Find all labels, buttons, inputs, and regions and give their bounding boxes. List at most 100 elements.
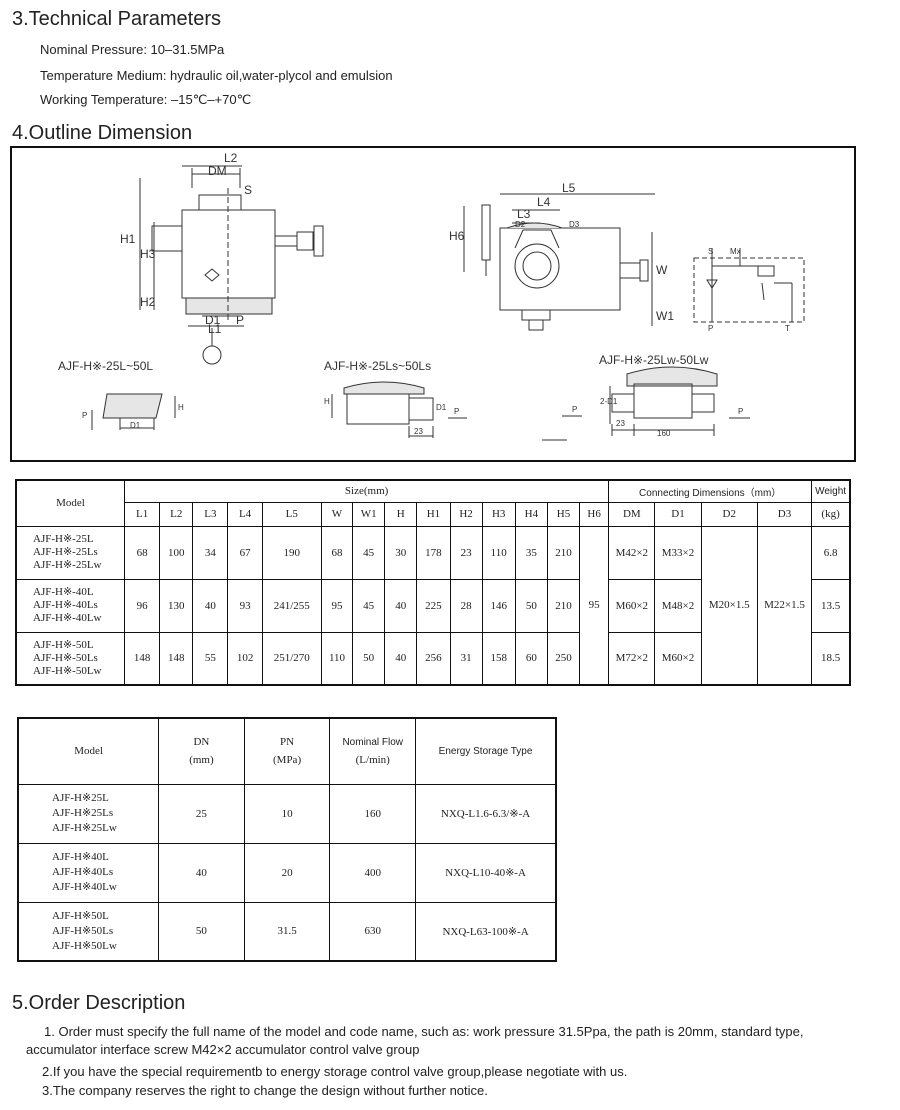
flow-header-flow-unit: (L/min) <box>355 753 390 766</box>
label-H6: H6 <box>449 229 465 243</box>
label-D2: D2 <box>515 220 526 229</box>
flow-row-models: AJF-H※25L AJF-H※25Ls AJF-H※25Lw <box>17 783 160 844</box>
order-item-2: 2.If you have the special requirementb t… <box>42 1064 628 1079</box>
cell-H4: 35 <box>514 525 548 580</box>
flow-cell-dn: 25 <box>158 783 245 844</box>
col-header-weight-unit: (kg) <box>811 501 851 527</box>
size-table-size-header: Size(mm) <box>124 479 610 503</box>
flow-header-pn: PN (MPa) <box>243 717 331 785</box>
flow-header-pn-label: PN <box>280 736 295 749</box>
label-W: W <box>656 263 668 277</box>
valve-small-view-b <box>331 381 467 438</box>
label-160: 160 <box>657 429 671 438</box>
row-models: AJF-H※-25L AJF-H※-25Ls AJF-H※-25Lw <box>15 525 126 580</box>
flow-header-dn-label: DN <box>193 736 210 749</box>
cell-H3: 158 <box>481 631 516 686</box>
cell-D1: M60×2 <box>654 631 702 686</box>
flow-cell-dn: 50 <box>158 901 245 962</box>
label-P-c-right: P <box>738 407 743 416</box>
cell-H1: 225 <box>416 578 451 633</box>
cell-H: 40 <box>384 578 418 633</box>
flow-table: Model DN (mm) PN (MPa) Nominal Flow (L/m… <box>17 717 557 962</box>
cell-L4: 67 <box>227 525 263 580</box>
label-D3: D3 <box>569 220 580 229</box>
flow-header-dn-unit: (mm) <box>189 754 214 767</box>
cell-D1: M33×2 <box>654 525 702 580</box>
col-header-W: W <box>320 501 354 527</box>
order-item-1: 1. Order must specify the full name of t… <box>44 1024 804 1039</box>
valve-small-view-a <box>91 393 176 430</box>
label-L5: L5 <box>562 181 576 195</box>
flow-header-flow: Nominal Flow (L/min) <box>329 717 417 785</box>
cell-W: 68 <box>320 525 354 580</box>
row-models: AJF-H※-40L AJF-H※-40Ls AJF-H※-40Lw <box>15 578 126 633</box>
cell-DM: M42×2 <box>608 525 656 580</box>
flow-cell-type: NXQ-L1.6-6.3/※-A <box>415 783 557 844</box>
cell-W: 110 <box>320 631 354 686</box>
order-item-3: 3.The company reserves the right to chan… <box>42 1083 488 1098</box>
cell-H: 40 <box>384 631 418 686</box>
label-H1: H1 <box>120 232 136 246</box>
label-2D1: 2-D1 <box>600 397 618 406</box>
label-DM: DM <box>208 164 227 178</box>
label-H3: H3 <box>140 247 156 261</box>
label-H-a: H <box>178 403 184 412</box>
label-P-b: P <box>454 407 459 416</box>
cell-W1: 45 <box>352 578 386 633</box>
table-row: AJF-H※-50L AJF-H※-50Ls AJF-H※-50Lw 148 1… <box>15 631 851 686</box>
caption-b: AJF-H※-25Ls~50Ls <box>324 359 431 373</box>
label-23-b: 23 <box>414 427 423 436</box>
cell-L3: 55 <box>192 631 229 686</box>
col-header-W1: W1 <box>352 501 386 527</box>
cell-L5: 190 <box>261 525 322 580</box>
label-W1: W1 <box>656 309 674 323</box>
col-header-D3: D3 <box>756 501 813 527</box>
hydraulic-symbol-lines <box>706 248 793 322</box>
cell-weight: 13.5 <box>811 578 851 633</box>
label-H-b: H <box>324 397 330 406</box>
working-temperature-text: Working Temperature: –15℃–+70℃ <box>40 92 252 107</box>
valve-front-view <box>139 165 324 365</box>
label-D1-b: D1 <box>436 403 447 412</box>
cell-L4: 102 <box>227 631 263 686</box>
label-L2: L2 <box>224 151 238 165</box>
table-row: AJF-H※50L AJF-H※50Ls AJF-H※50Lw 50 31.5 … <box>17 901 557 962</box>
col-header-H2: H2 <box>449 501 483 527</box>
col-header-D1: D1 <box>654 501 702 527</box>
cell-L3: 34 <box>192 525 229 580</box>
col-header-H1: H1 <box>416 501 451 527</box>
col-header-H6: H6 <box>579 501 610 527</box>
cell-W: 95 <box>320 578 354 633</box>
flow-cell-type: NXQ-L10-40※-A <box>415 842 557 903</box>
flow-cell-pn: 31.5 <box>243 901 331 962</box>
hydraulic-symbol <box>693 257 805 323</box>
cell-H1: 256 <box>416 631 451 686</box>
outline-drawing-frame: L2 DM S H1 H3 H2 D1 L1 P L5 L4 L3 D2 D3 … <box>10 146 856 462</box>
cell-D1: M48×2 <box>654 578 702 633</box>
col-header-D2: D2 <box>700 501 758 527</box>
label-L4: L4 <box>537 195 551 209</box>
section-title-technical: 3.Technical Parameters <box>12 8 221 30</box>
label-Mx: Mx <box>730 247 741 256</box>
col-header-L5: L5 <box>261 501 322 527</box>
col-header-DM: DM <box>608 501 656 527</box>
temperature-medium-text: Temperature Medium: hydraulic oil,water-… <box>40 68 393 83</box>
cell-H3: 146 <box>481 578 516 633</box>
col-header-L3: L3 <box>192 501 229 527</box>
cell-H2: 23 <box>449 525 483 580</box>
flow-cell-flow: 400 <box>329 842 417 903</box>
size-table: Model Size(mm) Connecting Dimensions（mm）… <box>15 479 851 686</box>
label-L3: L3 <box>517 207 531 221</box>
flow-cell-flow: 160 <box>329 783 417 844</box>
cell-L2: 148 <box>159 631 194 686</box>
row-models: AJF-H※-50L AJF-H※-50Ls AJF-H※-50Lw <box>15 631 126 686</box>
outline-drawing: L2 DM S H1 H3 H2 D1 L1 P L5 L4 L3 D2 D3 … <box>58 151 805 441</box>
label-H2: H2 <box>140 295 156 309</box>
size-table-conn-header: Connecting Dimensions（mm） <box>608 479 813 503</box>
col-header-L2: L2 <box>159 501 194 527</box>
label-S-symbol: S <box>708 247 713 256</box>
label-L1: L1 <box>208 322 222 336</box>
flow-header-pn-unit: (MPa) <box>273 754 302 767</box>
label-P-a: P <box>82 411 87 420</box>
flow-row-models: AJF-H※50L AJF-H※50Ls AJF-H※50Lw <box>17 901 160 962</box>
